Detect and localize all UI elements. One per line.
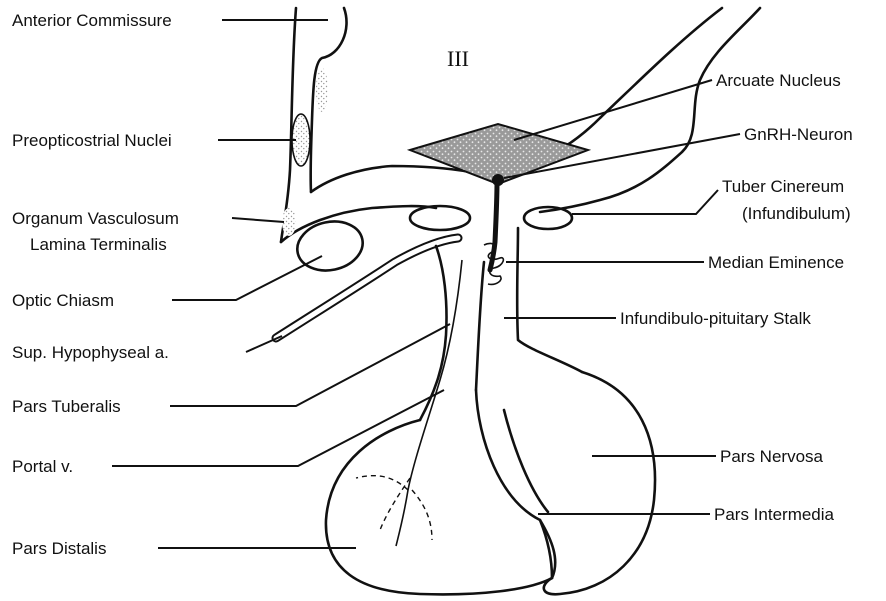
label-preopticostrial-nuclei: Preopticostrial Nuclei [12,131,172,150]
superior-hypophyseal-artery-inner [276,238,458,338]
leader-optic-chiasm [172,256,322,300]
gnrh-neuron-shape [490,182,497,270]
anterior-commissure-stipple [316,68,328,112]
third-ventricle-floor [311,166,470,192]
pars-nervosa-outline [544,372,655,594]
label-median-eminence: Median Eminence [708,253,844,272]
organum-vasculosum-shape [282,208,296,236]
leader-sup-hypophyseal [246,336,282,352]
label-organum-vasculosum: Organum Vasculosum [12,209,179,228]
label-pars-intermedia: Pars Intermedia [714,505,835,524]
lamina-terminalis-inner-wall [311,8,347,192]
leader-lines [112,20,740,548]
leader-arcuate-nucleus [514,80,712,140]
portal-vein-branch-left [356,476,408,490]
label-portal-v: Portal v. [12,457,73,476]
portal-vein-branch-right [412,490,432,540]
label-arcuate-nucleus: Arcuate Nucleus [716,71,841,90]
label-tuber-cinereum: Tuber Cinereum [722,177,844,196]
label-optic-chiasm: Optic Chiasm [12,291,114,310]
label-anterior-commissure: Anterior Commissure [12,11,172,30]
leader-pars-tuberalis [170,324,450,406]
left-labels: Anterior Commissure Preopticostrial Nucl… [12,11,179,558]
stalk-inner-line [476,262,484,390]
label-sup-hypophyseal: Sup. Hypophyseal a. [12,343,169,362]
pars-intermedia-outer [476,390,552,578]
optic-chiasm-shape [293,216,368,277]
stalk-right-edge [517,228,582,372]
label-pars-tuberalis: Pars Tuberalis [12,397,121,416]
label-infundibulum: (Infundibulum) [742,204,851,223]
label-gnrh-neuron: GnRH-Neuron [744,125,853,144]
leader-organum-vasculosum [232,218,284,222]
label-lamina-terminalis: Lamina Terminalis [30,235,167,254]
anatomy-outline [276,8,760,594]
tuber-cinereum-left [410,206,470,230]
label-infundibulo-stalk: Infundibulo-pituitary Stalk [620,309,811,328]
label-pars-distalis: Pars Distalis [12,539,106,558]
third-ventricle-mark: III [447,46,469,71]
label-pars-nervosa: Pars Nervosa [720,447,824,466]
gnrh-neuron-cell-body [492,174,504,186]
